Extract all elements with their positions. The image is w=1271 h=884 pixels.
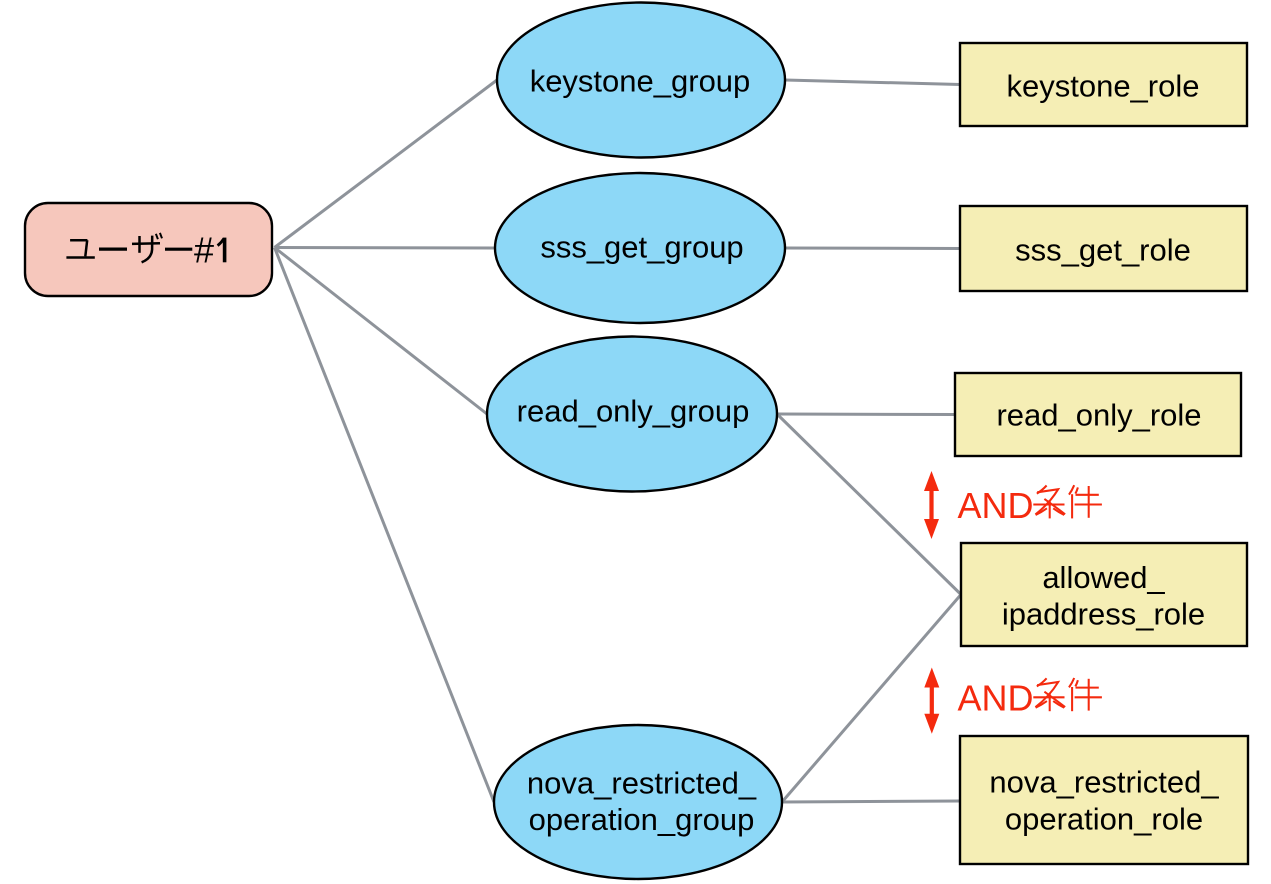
svg-text:AND: AND	[958, 485, 1034, 526]
svg-text:nova_restricted_: nova_restricted_	[527, 765, 757, 800]
svg-text:AND: AND	[958, 678, 1034, 719]
svg-text:allowed_: allowed_	[1042, 560, 1165, 595]
svg-text:nova_restricted_: nova_restricted_	[989, 765, 1219, 800]
svg-text:#: #	[194, 229, 214, 270]
svg-text:keystone_group: keystone_group	[530, 64, 751, 99]
svg-text:operation_group: operation_group	[529, 802, 755, 837]
svg-text:keystone_role: keystone_role	[1006, 68, 1199, 103]
svg-text:sss_get_group: sss_get_group	[540, 230, 743, 265]
svg-text:ipaddress_role: ipaddress_role	[1002, 597, 1205, 632]
svg-text:read_only_role: read_only_role	[996, 398, 1201, 433]
svg-text:operation_role: operation_role	[1005, 801, 1203, 836]
svg-text:sss_get_role: sss_get_role	[1015, 233, 1191, 268]
svg-text:read_only_group: read_only_group	[517, 394, 750, 429]
